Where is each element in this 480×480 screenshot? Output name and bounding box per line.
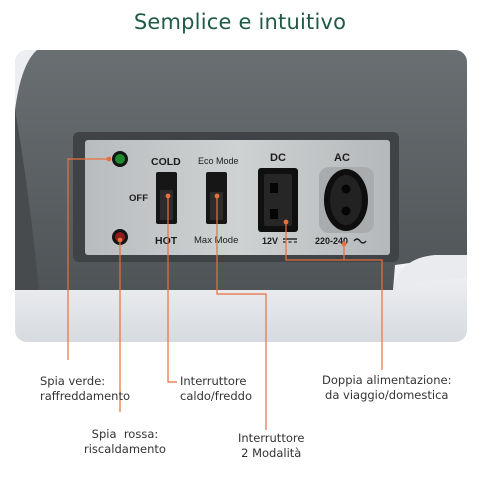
dc-pin-bottom: [270, 209, 278, 219]
annotation-mode-switch: Interruttore 2 Modalità: [238, 431, 304, 461]
annotation-green-led-line1: Spia verde:: [40, 374, 106, 388]
callout-dot-green-led: [106, 156, 112, 162]
annotation-power-line2: da viaggio/domestica: [325, 388, 449, 402]
callout-dot-ac: [341, 241, 347, 247]
callout-dot-mode-switch: [214, 193, 220, 199]
label-220-240: 220-240: [315, 236, 349, 246]
annotation-red-led: Spia rossa: riscaldamento: [84, 427, 166, 457]
label-dc: DC: [270, 152, 286, 164]
annotation-power-line1: Doppia alimentazione:: [322, 373, 452, 387]
label-12v: 12V: [262, 236, 279, 246]
green-led: [115, 154, 125, 164]
label-hot: HOT: [155, 235, 178, 247]
ac-pin-bottom: [341, 206, 351, 216]
cooler-illustration: [15, 50, 467, 342]
callout-line-power: [285, 222, 383, 370]
callout-line-green-led: [67, 158, 109, 360]
label-off: OFF: [129, 193, 148, 204]
callout-dot-temp-switch: [165, 193, 171, 199]
red-led: [115, 232, 125, 242]
page-title: Semplice e intuitivo: [133, 10, 347, 34]
annotation-mode-switch-line2: 2 Modalità: [241, 446, 302, 460]
dc-pin-top: [270, 183, 278, 193]
annotation-temp-switch-line2: caldo/freddo: [180, 389, 253, 403]
ac-socket-inner: [330, 175, 362, 225]
annotation-red-led-line2: riscaldamento: [84, 442, 166, 456]
ac-symbol: [353, 238, 367, 244]
annotation-red-led-line1: Spia rossa:: [91, 427, 159, 441]
callout-line-mode-switch: [216, 196, 267, 430]
label-cold: COLD: [151, 156, 181, 168]
annotation-temp-switch: Interruttore caldo/freddo: [180, 374, 252, 404]
product-photo: COLD OFF HOT Eco Mode Max Mode DC AC 12V…: [15, 50, 467, 342]
label-ac: AC: [334, 152, 350, 164]
callout-dot-dc: [283, 219, 289, 225]
annotation-temp-switch-line1: Interruttore: [180, 374, 247, 388]
annotation-green-led-line2: raffreddamento: [40, 389, 131, 403]
label-max-mode: Max Mode: [194, 235, 239, 246]
annotation-green-led: Spia verde: raffreddamento: [40, 374, 130, 404]
annotation-power: Doppia alimentazione: da viaggio/domesti…: [322, 373, 451, 403]
callout-line-temp-switch: [167, 196, 177, 383]
callout-dot-red-led: [117, 237, 123, 243]
label-eco-mode: Eco Mode: [198, 156, 239, 166]
ac-pin-top: [341, 184, 351, 194]
control-panel: [85, 140, 390, 255]
annotation-mode-switch-line1: Interruttore: [238, 431, 305, 445]
lid-edge: [393, 255, 467, 290]
body-shadow: [15, 110, 39, 290]
